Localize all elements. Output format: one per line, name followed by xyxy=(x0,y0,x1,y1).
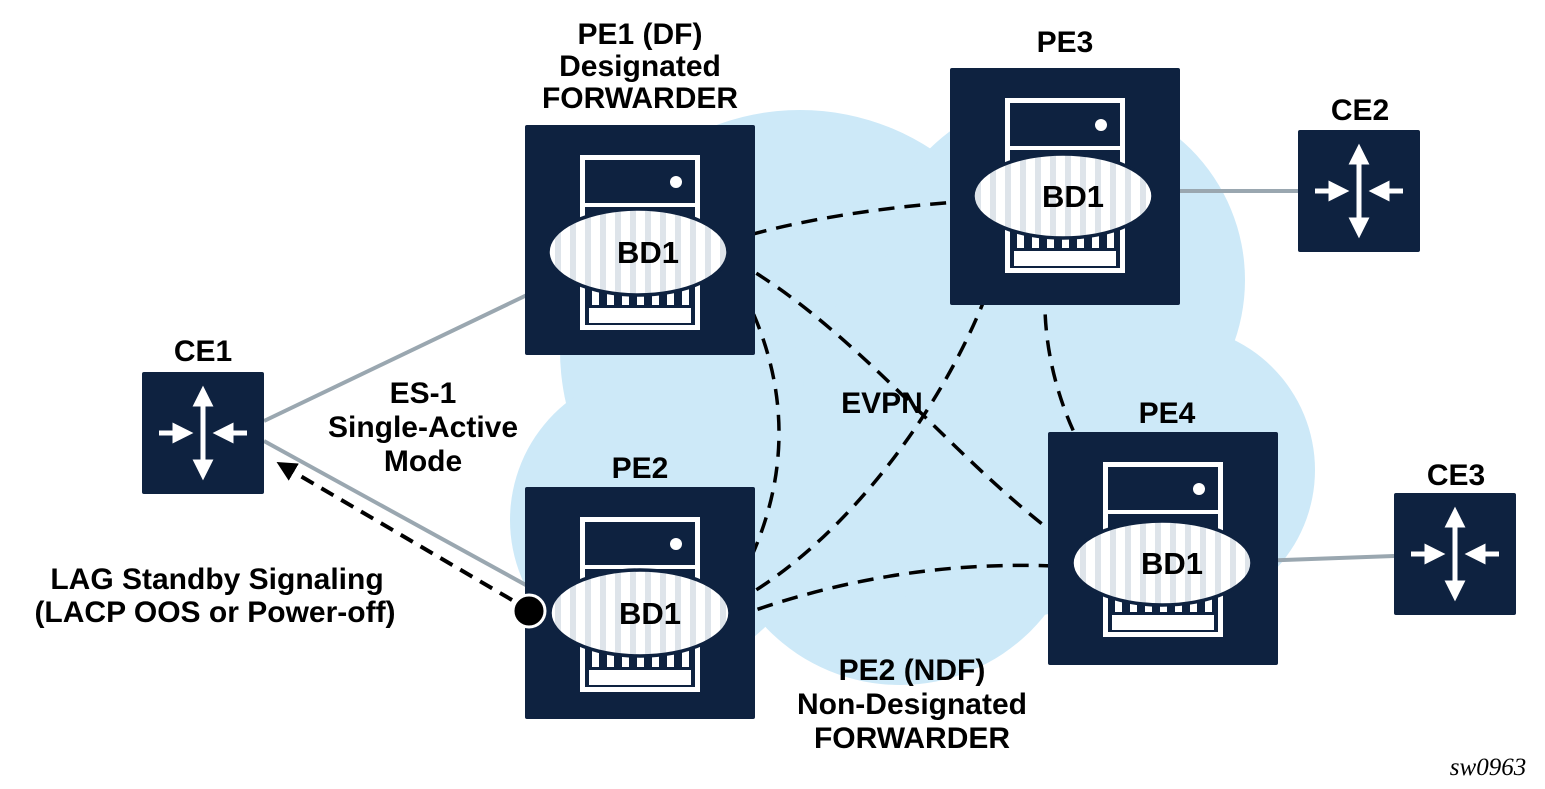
node-pe1: BD1 PE1 (DF) Designated FORWARDER xyxy=(525,18,755,355)
pe3-bd1-ellipse xyxy=(971,152,1155,240)
pe2-bd1-ellipse xyxy=(548,568,732,658)
node-pe2: BD1 PE2 xyxy=(525,452,755,719)
node-ce2: CE2 xyxy=(1298,94,1420,252)
pe1-title-line3: FORWARDER xyxy=(542,82,738,115)
evpn-label: EVPN xyxy=(841,387,923,420)
pe2-title: PE2 xyxy=(612,452,669,485)
pe2-ndf-note-line2: Non-Designated xyxy=(797,688,1027,721)
es-mode-label-line1: ES-1 xyxy=(390,377,457,410)
node-pe4: BD1 PE4 xyxy=(1048,397,1278,665)
node-ce3: CE3 xyxy=(1394,459,1516,615)
lag-label-line1: LAG Standby Signaling xyxy=(50,563,383,596)
es-mode-label-line3: Mode xyxy=(384,445,462,478)
pe4-title: PE4 xyxy=(1139,397,1196,430)
lag-label-line2: (LACP OOS or Power-off) xyxy=(34,596,395,629)
pe3-title: PE3 xyxy=(1037,26,1094,59)
pe1-title-line2: Designated xyxy=(559,50,721,83)
pe4-bd1-label: BD1 xyxy=(1141,546,1203,581)
ce3-title: CE3 xyxy=(1427,459,1485,492)
pe2-bd1-label: BD1 xyxy=(619,596,681,631)
pe1-bd1-label: BD1 xyxy=(617,235,679,270)
ce2-title: CE2 xyxy=(1331,94,1389,127)
ce1-title: CE1 xyxy=(174,335,232,368)
node-ce1: CE1 xyxy=(142,335,264,494)
link-pe4-ce3 xyxy=(1255,554,1395,563)
evpn-link-pe2-pe4 xyxy=(732,563,1075,620)
pe1-bd1-ellipse xyxy=(546,207,730,297)
standby-junction-dot xyxy=(511,593,547,629)
es-mode-label-line2: Single-Active xyxy=(328,411,518,444)
evpn-link-pe2-pe3 xyxy=(733,231,1008,605)
annotations: ES-1 Single-Active Mode EVPN LAG Standby… xyxy=(34,377,1526,781)
node-pe3: BD1 PE3 xyxy=(950,26,1180,305)
evpn-link-pe1-pe4 xyxy=(733,258,1077,551)
pe3-bd1-label: BD1 xyxy=(1042,179,1104,214)
pe1-title-line1: PE1 (DF) xyxy=(577,18,702,51)
pe2-ndf-note-line1: PE2 (NDF) xyxy=(839,654,986,687)
link-ce1-pe2 xyxy=(263,439,576,614)
pe4-bd1-ellipse xyxy=(1070,519,1254,607)
figure-id-watermark: sw0963 xyxy=(1450,754,1526,781)
pe2-ndf-note-line3: FORWARDER xyxy=(814,722,1010,755)
